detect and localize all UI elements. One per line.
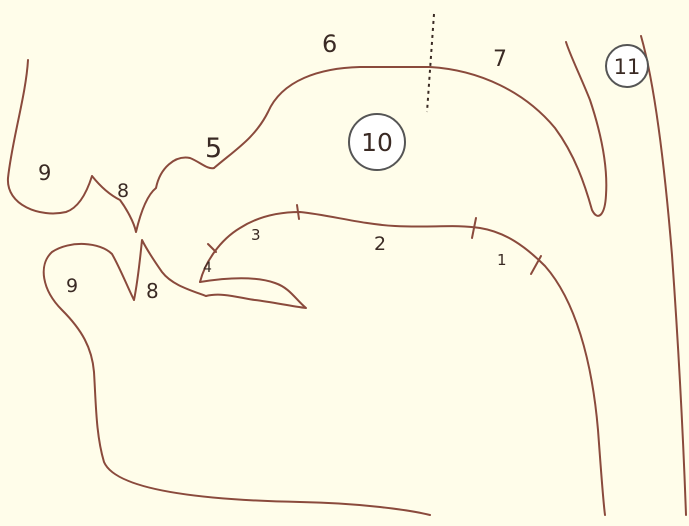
label-11: 11 <box>614 55 641 79</box>
label-9-lower: 9 <box>66 275 78 297</box>
label-4: 4 <box>203 260 212 276</box>
label-5: 5 <box>205 133 222 164</box>
label-1: 1 <box>497 251 507 269</box>
label-3: 3 <box>251 226 261 244</box>
tongue-underside <box>200 278 306 308</box>
lower-face-outline <box>44 240 430 515</box>
velum-divider <box>427 14 434 112</box>
label-8-lower: 8 <box>146 279 159 303</box>
label-10: 10 <box>361 128 393 157</box>
pharynx-wall <box>641 36 686 515</box>
label-7: 7 <box>493 47 507 72</box>
upper-face-outline <box>8 60 214 232</box>
tick-tongue-tip <box>208 244 216 252</box>
label-6: 6 <box>322 30 337 58</box>
label-9-upper: 9 <box>38 161 51 185</box>
label-2: 2 <box>374 233 386 255</box>
palate-outline <box>214 42 606 216</box>
tongue-outline <box>200 212 605 515</box>
label-8-upper: 8 <box>117 180 129 202</box>
tick-tongue-blade <box>297 205 299 219</box>
